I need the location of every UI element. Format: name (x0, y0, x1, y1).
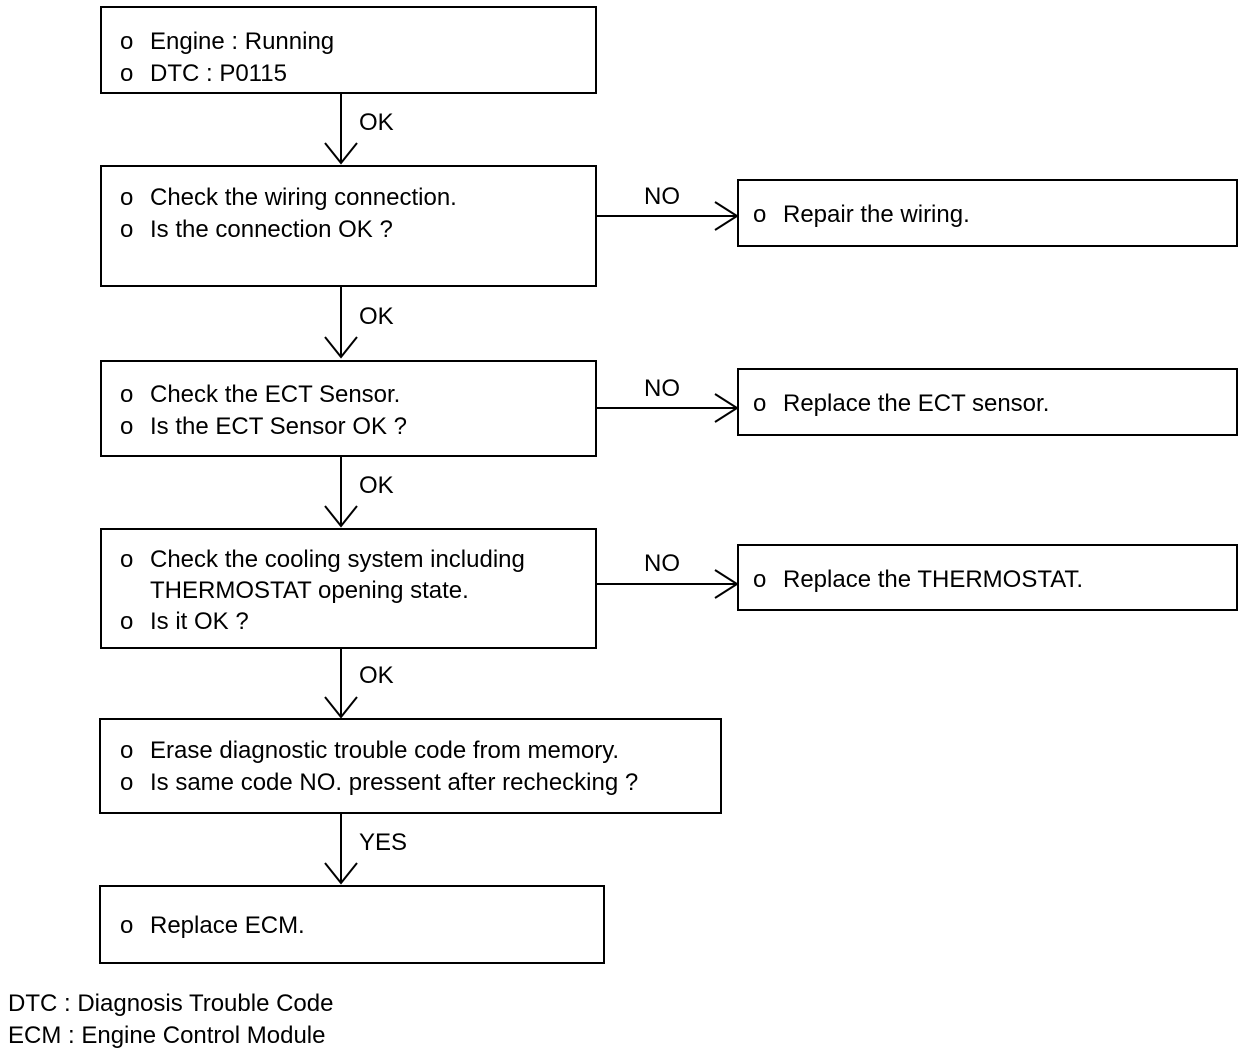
no-label: NO (644, 183, 680, 210)
yes-label: YES (359, 829, 408, 856)
no-label: NO (644, 375, 680, 402)
arrow-cooling-to-erase (324, 649, 358, 719)
ok-label: OK (359, 109, 394, 136)
no-label: NO (644, 550, 680, 577)
ok-label: OK (359, 472, 394, 499)
legend-ecm: ECM : Engine Control Module (8, 1022, 326, 1049)
list-item-continuation: THERMOSTAT opening state. (150, 577, 469, 604)
arrow-start-to-wiring (324, 94, 358, 165)
legend-dtc: DTC : Diagnosis Trouble Code (8, 990, 334, 1017)
arrow-ect-to-cooling (324, 457, 358, 528)
ok-label: OK (359, 662, 394, 689)
arrow-wiring-to-ect (324, 287, 358, 359)
arrow-erase-to-ecm (324, 814, 358, 885)
ok-label: OK (359, 303, 394, 330)
